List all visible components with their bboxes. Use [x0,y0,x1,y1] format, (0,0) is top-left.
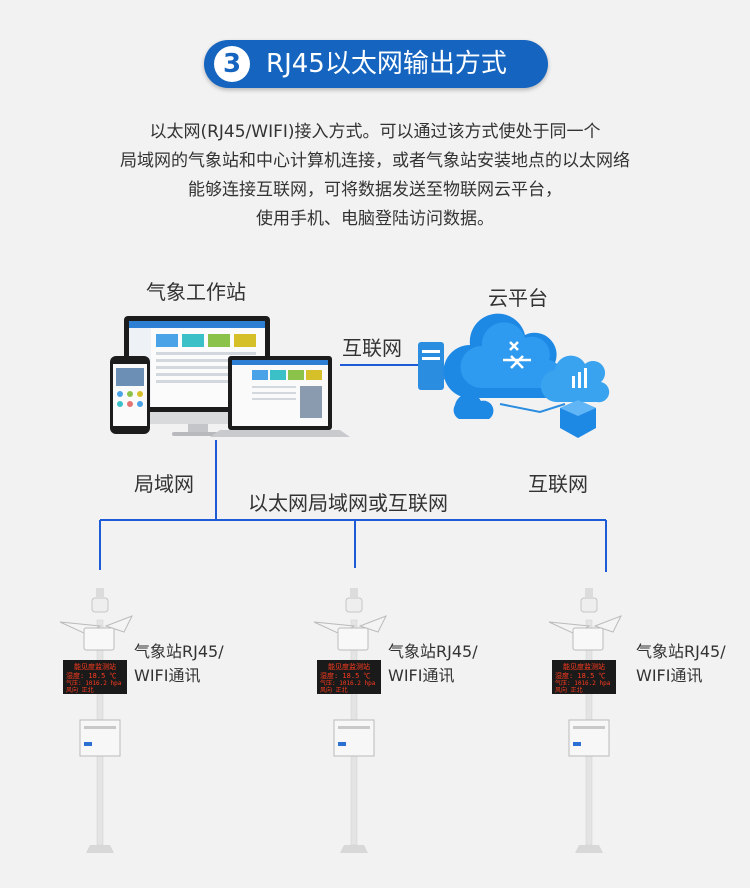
intro-paragraph: 以太网(RJ45/WIFI)接入方式。可以通过该方式使处于同一个 局域网的气象站… [40,118,710,234]
led-row: 气压: 1016.2 hpa [320,679,376,687]
station-label-2: 气象站RJ45/ WIFI通讯 [388,640,478,688]
internet-link-label: 互联网 [342,336,402,360]
intro-line: 能够连接互联网，可将数据发送至物联网云平台， [188,180,562,200]
cloud-platform-icon [418,313,610,438]
led-display-1: 能见度监测站 湿度: 18.5 ℃ 气压: 1016.2 hpa 风向 正北 [66,662,122,694]
led-row: 湿度: 18.5 ℃ [320,671,371,680]
station-label-line: 气象站RJ45/ [388,642,478,661]
station-label-line: WIFI通讯 [636,666,703,685]
intro-line: 以太网(RJ45/WIFI)接入方式。可以通过该方式使处于同一个 [149,122,601,142]
led-row: 气压: 1016.2 hpa [66,679,122,687]
led-display-3: 能见度监测站 湿度: 18.5 ℃ 气压: 1016.2 hpa 风向 正北 [555,662,611,694]
lan-label: 局域网 [134,472,194,496]
led-row: 风向 正北 [555,686,583,694]
connection-lines [99,364,607,572]
workstation-label: 气象工作站 [146,280,246,304]
led-row: 湿度: 18.5 ℃ [66,671,117,680]
internet-label-right: 互联网 [528,472,588,496]
station-label-line: 气象站RJ45/ [636,642,726,661]
station-label-line: WIFI通讯 [388,666,455,685]
bus-label: 以太网局域网或互联网 [248,491,448,515]
led-title: 能见度监测站 [74,662,116,671]
led-title: 能见度监测站 [328,662,370,671]
weather-station-2 [313,588,388,853]
intro-line: 使用手机、电脑登陆访问数据。 [256,209,494,229]
led-row: 风向 正北 [66,686,94,694]
step-number: 3 [214,46,250,82]
station-label-line: 气象站RJ45/ [134,642,224,661]
led-row: 湿度: 18.5 ℃ [555,671,606,680]
led-title: 能见度监测站 [563,662,605,671]
led-row: 风向 正北 [320,686,348,694]
weather-station-1 [59,588,134,853]
smartphone-icon [110,356,150,434]
weather-station-3 [548,588,623,853]
laptop-icon [210,356,350,437]
intro-line: 局域网的气象站和中心计算机连接，或者气象站安装地点的以太网络 [120,151,630,171]
workstation-devices [110,316,350,437]
station-label-1: 气象站RJ45/ WIFI通讯 [134,640,224,688]
station-label-3: 气象站RJ45/ WIFI通讯 [636,640,726,688]
station-label-line: WIFI通讯 [134,666,201,685]
section-title: RJ45以太网输出方式 [266,49,507,79]
cloud-label: 云平台 [488,286,548,310]
led-row: 气压: 1016.2 hpa [555,679,611,687]
section-badge: 3 RJ45以太网输出方式 [204,40,548,88]
led-display-2: 能见度监测站 湿度: 18.5 ℃ 气压: 1016.2 hpa 风向 正北 [320,662,376,694]
